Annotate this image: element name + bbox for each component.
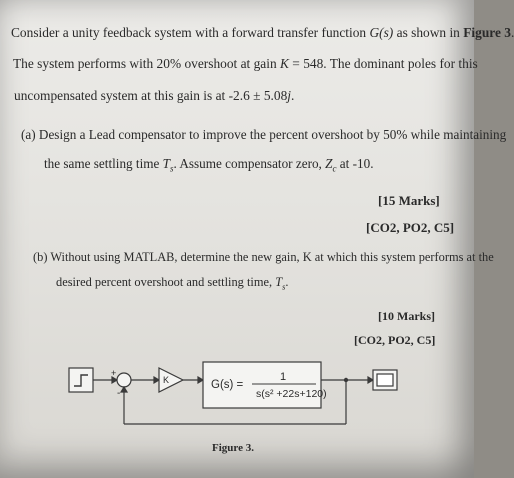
math-t: T [162,156,171,171]
math-gs: G(s) [369,25,394,40]
sum-minus-sign: - [117,388,120,399]
branch-point [343,377,349,383]
part-b-text: . [285,275,289,289]
intro-text: The system performs with 20% overshoot a… [13,56,281,71]
part-b-text: (b) Without using MATLAB, determine the … [33,250,494,264]
part-a-text: . Assume compensator zero, [173,156,326,171]
part-a-line-1: (a) Design a Lead compensator to improve… [21,127,506,142]
part-b-line-1: (b) Without using MATLAB, determine the … [33,250,494,265]
part-a-text: the same settling time [44,156,163,171]
arrow-head-icon [153,375,161,385]
part-a-line-2: the same settling time Ts. Assume compen… [44,156,374,177]
tf-lhs: G(s) = [211,379,244,391]
gain-label: K [163,375,169,385]
intro-text: Consider a unity feedback system with a … [11,25,370,40]
math-sub-c: c [332,163,337,174]
part-a-text: (a) Design a Lead compensator to improve… [21,127,507,142]
intro-text: . [510,25,514,40]
step-icon [74,374,88,387]
arrow-head-icon [119,385,129,393]
intro-line-3: uncompensated system at this gain is at … [14,88,294,103]
arrow-head-icon [111,375,119,385]
intro-text: uncompensated system at this gain is at … [14,88,288,103]
intro-text: . [291,88,295,103]
intro-line-1: Consider a unity feedback system with a … [11,25,514,40]
part-a-marks: [15 Marks] [378,193,440,208]
part-b-text: desired percent overshoot and settling t… [56,275,276,289]
summing-junction [116,372,132,388]
plant-block [202,361,322,409]
math-z: Z [325,156,333,171]
tf-denominator: s(s² +22s+120) [256,388,327,400]
part-a-text: at -10. [336,156,374,171]
math-t: T [275,275,283,289]
part-a-outcomes: [CO2, PO2, C5] [366,220,455,235]
part-b-marks: [10 Marks] [378,309,435,323]
gain-block [158,367,185,393]
scope-screen-icon [376,373,394,387]
part-b-outcomes: [CO2, PO2, C5] [354,333,436,347]
intro-text: = 548. The dominant poles for this [288,56,478,71]
math-k: K [280,56,289,71]
intro-text: as shown in [393,25,464,40]
figure-reference: Figure 3 [463,25,511,40]
tf-numerator: 1 [280,371,286,383]
figure-caption: Figure 3. [212,442,254,454]
part-b-line-2: desired percent overshoot and settling t… [56,275,289,294]
math-sub-s: s [170,163,174,174]
block-diagram: + - K G(s) = 1 s(s² +22s+120) [68,361,398,425]
arrow-head-icon [197,375,205,385]
sum-plus-sign: + [111,368,116,378]
intro-line-2: The system performs with 20% overshoot a… [13,56,478,71]
math-sub-s: s [282,281,286,292]
arrow-head-icon [367,375,375,385]
math-j: j [287,88,291,103]
